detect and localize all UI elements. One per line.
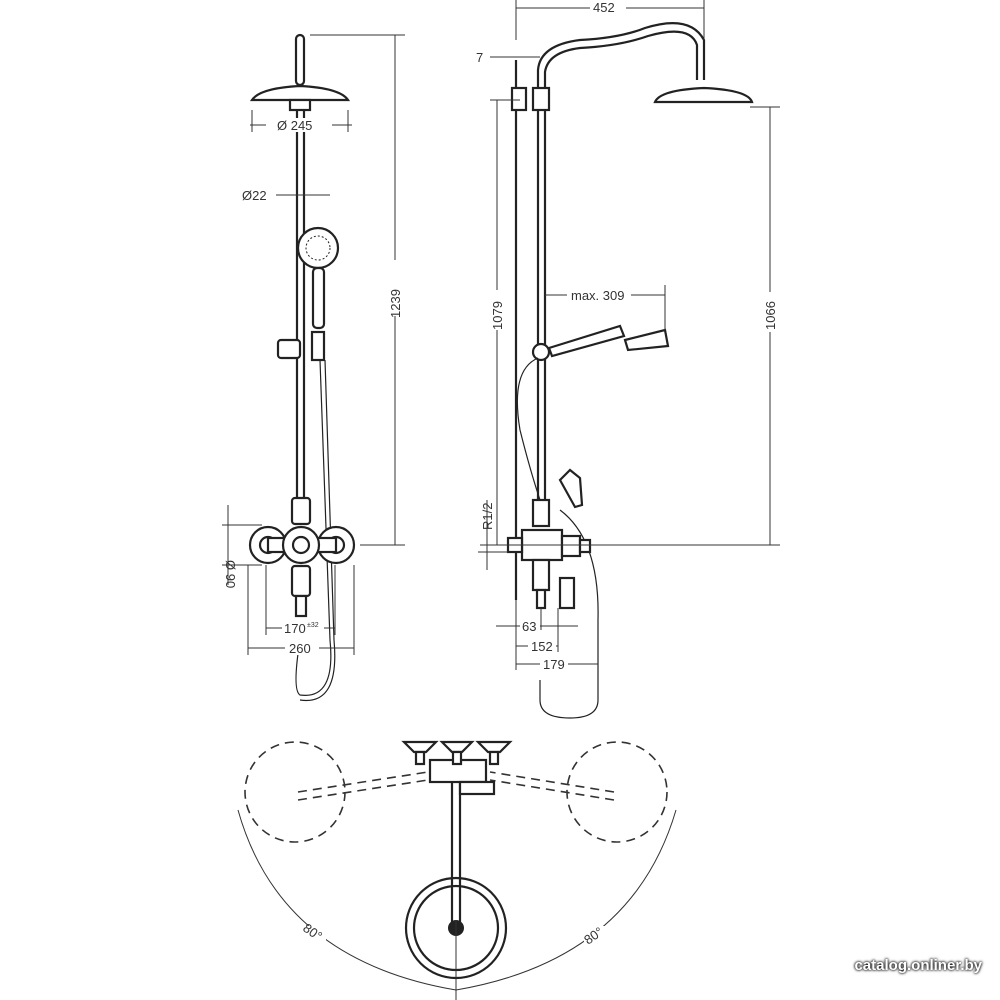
top-view: 80° 80° xyxy=(237,740,677,1000)
dim-center-tolerance: ±32 xyxy=(307,622,319,629)
dim-depth-152: 152 xyxy=(531,639,553,654)
dim-total-height: 1239 xyxy=(388,289,403,318)
dim-arm-reach: 452 xyxy=(593,0,615,15)
dim-wall-offset: 7 xyxy=(476,50,483,65)
side-view: 452 7 1079 1066 max. 309 R1/2 63 152 179 xyxy=(476,0,780,719)
dim-thread: R1/2 xyxy=(480,503,495,530)
dim-pipe-diameter: Ø22 xyxy=(242,188,267,203)
dim-flange-diameter: Ø 90 xyxy=(223,560,238,588)
hand-shower-head xyxy=(296,226,340,270)
dim-hand-shower-reach: max. 309 xyxy=(571,288,624,303)
dim-depth-179: 179 xyxy=(543,657,565,672)
watermark: catalog.onliner.by xyxy=(854,957,982,974)
dim-total-width: 260 xyxy=(289,641,311,656)
dim-head-diameter: Ø 245 xyxy=(277,118,312,133)
dim-height-1066: 1066 xyxy=(763,301,778,330)
dim-depth-63: 63 xyxy=(522,619,536,634)
dim-center-distance: 170 xyxy=(284,621,306,636)
dim-height-1079: 1079 xyxy=(490,301,505,330)
front-view: Ø 245 Ø22 1239 Ø 90 170 ±32 260 xyxy=(222,33,405,702)
